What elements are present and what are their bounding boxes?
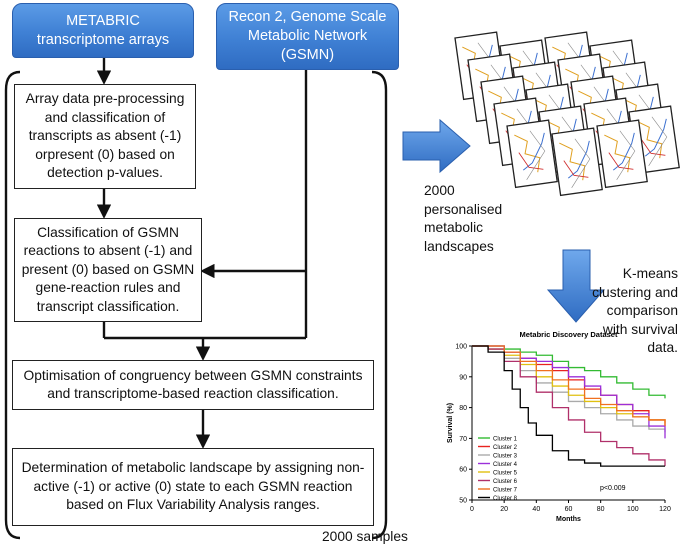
- x-tick-label: 60: [565, 506, 573, 513]
- legend-label: Cluster 1: [493, 437, 518, 443]
- legend-label: Cluster 8: [493, 496, 518, 502]
- kmeans-label: K-means clustering and comparison with s…: [592, 266, 678, 355]
- x-axis-label: Months: [556, 516, 581, 523]
- x-tick-label: 100: [627, 506, 639, 513]
- step1-text: Array data pre-processing and classifica…: [25, 91, 185, 181]
- step3-text: Optimisation of congruency between GSMN …: [23, 367, 363, 402]
- recon-node: Recon 2, Genome Scale Metabolic Network …: [216, 3, 399, 70]
- step2-box: Classification of GSMN reactions to abse…: [14, 218, 202, 322]
- y-tick-label: 100: [455, 344, 467, 351]
- series-line: [472, 345, 665, 467]
- series-line: [472, 345, 666, 427]
- x-tick-label: 20: [500, 506, 508, 513]
- x-tick-label: 0: [470, 506, 474, 513]
- series-line: [472, 345, 666, 399]
- step4-text: Determination of metabolic landscape by …: [21, 460, 365, 513]
- x-tick-label: 80: [597, 506, 605, 513]
- x-tick-label: 120: [659, 506, 671, 513]
- samples-label: 2000 samples: [322, 529, 408, 544]
- x-tick-label: 40: [532, 506, 540, 513]
- recon-label: Recon 2, Genome Scale Metabolic Network …: [228, 9, 387, 63]
- landscapes-label: 2000 personalised metabolic landscapes: [424, 183, 503, 254]
- metabric-label: METABRIC transcriptome arrays: [36, 12, 170, 48]
- metabric-node: METABRIC transcriptome arrays: [12, 3, 194, 58]
- landscape-thumbnail: [596, 119, 648, 189]
- y-tick-label: 60: [459, 467, 467, 474]
- p-value-annotation: p<0.009: [600, 485, 626, 492]
- step4-box: Determination of metabolic landscape by …: [12, 448, 374, 526]
- y-tick-label: 80: [459, 405, 467, 412]
- landscape-thumbnail: [551, 127, 603, 197]
- legend-label: Cluster 7: [493, 488, 518, 494]
- y-tick-label: 70: [459, 436, 467, 443]
- chart-title: Metabric Discovery Dataset: [520, 330, 618, 339]
- legend-label: Cluster 6: [493, 479, 518, 485]
- legend-label: Cluster 3: [493, 454, 518, 460]
- landscape-thumbnail: [506, 119, 558, 189]
- step3-box: Optimisation of congruency between GSMN …: [12, 360, 374, 410]
- legend-label: Cluster 4: [493, 462, 518, 468]
- right-arrow-icon: [402, 118, 471, 174]
- down-arrow-icon: [546, 249, 606, 323]
- y-tick-label: 90: [459, 374, 467, 381]
- legend-label: Cluster 2: [493, 445, 518, 451]
- step1-box: Array data pre-processing and classifica…: [14, 84, 196, 189]
- y-axis-label: Survival (%): [447, 403, 454, 443]
- step2-text: Classification of GSMN reactions to abse…: [21, 224, 195, 314]
- y-tick-label: 50: [459, 498, 467, 505]
- legend-label: Cluster 5: [493, 471, 518, 477]
